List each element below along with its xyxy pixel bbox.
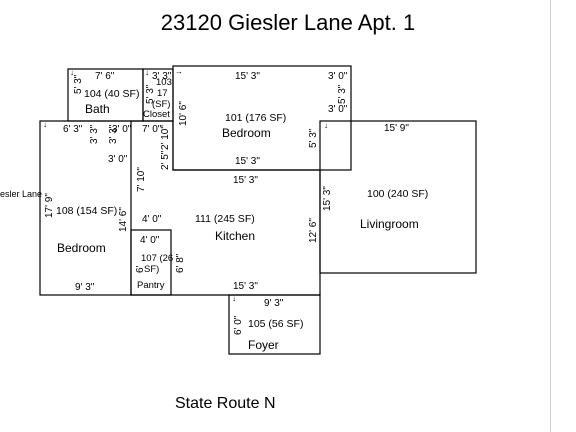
room-label: 103 — [156, 77, 172, 88]
arrow-marker: ↓ — [232, 294, 236, 303]
page-title: 23120 Giesler Lane Apt. 1 — [160, 10, 416, 35]
dim-text: 3' 3" — [152, 71, 172, 82]
dim-text: 3' 3" — [89, 124, 100, 144]
room-livingroom: 15' 9" 15' 3" 100 (240 SF) Livingroom — [322, 123, 428, 231]
dim-text: 15' 9" — [384, 123, 409, 134]
room-name: Closet — [143, 109, 170, 120]
room-label: 101 (176 SF) — [225, 112, 286, 124]
dim-text: 17' 9" — [44, 193, 55, 218]
dim-text: 5' 3" — [337, 84, 348, 104]
room-pantry: 4' 0" 6' 107 (26 SF) Pantry — [135, 235, 173, 291]
dim-text: 3' 0" — [328, 71, 348, 82]
room-name: Bath — [85, 102, 110, 116]
arrow-marker: → — [175, 67, 183, 76]
bottom-street-label: State Route N — [175, 395, 276, 412]
room-label: 104 (40 SF) — [84, 88, 139, 100]
room-label: 111 (245 SF) — [195, 213, 255, 225]
room-label: 105 (56 SF) — [248, 318, 303, 330]
room-closet: 3' 3" 5' 3" 103 17 (SF) Closet — [143, 71, 172, 120]
arrow-marker: ↓ — [43, 120, 47, 129]
dim-text: 9' 3" — [264, 298, 284, 309]
room-label: SF) — [144, 264, 159, 275]
dim-text: 6' 3" — [63, 124, 83, 135]
dim-text: 6' — [135, 265, 146, 273]
room-name: Foyer — [248, 338, 279, 352]
room-label: (SF) — [152, 99, 170, 110]
dim-text: 4' 0" — [142, 214, 162, 225]
dim-text: 4' 0" — [140, 235, 160, 246]
room-name: Pantry — [137, 280, 165, 291]
dim-text: 2' 10" — [160, 125, 171, 150]
dim-text: 3' 0" — [108, 154, 128, 165]
foyer-outline — [228, 294, 321, 355]
dim-text: 7' 0" — [142, 124, 162, 135]
dim-text: 15' 3" — [233, 281, 258, 292]
pantry-outline — [130, 229, 172, 296]
room-name: Bedroom — [57, 241, 106, 255]
dim-text: 15' 3" — [235, 71, 260, 82]
dim-text: 10' 6" — [178, 101, 189, 126]
dim-text: 3' 3" — [108, 124, 119, 144]
dim-text: 2' 5" — [160, 150, 171, 170]
dim-text: 12' 6" — [308, 218, 319, 243]
room-label: 108 (154 SF) — [56, 205, 117, 217]
room-label: 100 (240 SF) — [367, 188, 428, 200]
dim-text: 7' 10" — [136, 167, 147, 192]
dim-text: 3' 0" — [112, 124, 132, 135]
room-label: 17 — [157, 88, 168, 99]
room-hall: 3' 3" 3' 0" 7' 0" 3' 0" 2' 10" 2' 5" 7' … — [108, 124, 171, 225]
side-street-label: esler Lane — [0, 189, 43, 199]
room-name: Bedroom — [222, 126, 271, 140]
room-name: Livingroom — [360, 217, 419, 231]
room-kitchen: 15' 3" 12' 6" 15' 3" 6' 8" 111 (245 SF) … — [175, 175, 319, 292]
dim-text: 6' 0" — [233, 315, 244, 335]
room-bath: 7' 6" 5' 3" 104 (40 SF) Bath — [73, 71, 139, 116]
bedroom2-outline — [39, 120, 132, 296]
arrow-marker: ↓ — [70, 68, 74, 77]
room-foyer: 9' 3" 6' 0" 105 (56 SF) Foyer — [233, 298, 303, 352]
dim-text: 5' 3" — [73, 74, 84, 94]
room-label: 107 (26 — [141, 253, 173, 264]
dim-text: 5' 3" — [145, 84, 156, 104]
dim-text: 3' 0" — [328, 104, 348, 115]
dim-text: 15' 3" — [322, 186, 333, 211]
dim-text: 7' 6" — [95, 71, 115, 82]
room-name: Kitchen — [215, 229, 255, 243]
room-bedroom-108: 6' 3" 3' 3" 17' 9" 14' 6" 9' 3" 108 (154… — [44, 124, 129, 293]
dim-text: 6' 8" — [175, 253, 186, 273]
walls — [39, 65, 477, 355]
arrow-marker: ↓ — [324, 121, 328, 130]
dim-text: 5' 3" — [308, 128, 319, 148]
dim-text: 9' 3" — [75, 282, 95, 293]
dim-text: 15' 3" — [235, 156, 260, 167]
dim-text: 14' 6" — [118, 207, 129, 232]
page-edge-line — [550, 0, 551, 432]
arrow-marker: ↓ — [145, 68, 149, 77]
room-bedroom-101: 15' 3" 3' 0" 10' 6" 5' 3" 3' 0" 15' 3" 5… — [178, 71, 348, 167]
dim-text: 15' 3" — [233, 175, 258, 186]
